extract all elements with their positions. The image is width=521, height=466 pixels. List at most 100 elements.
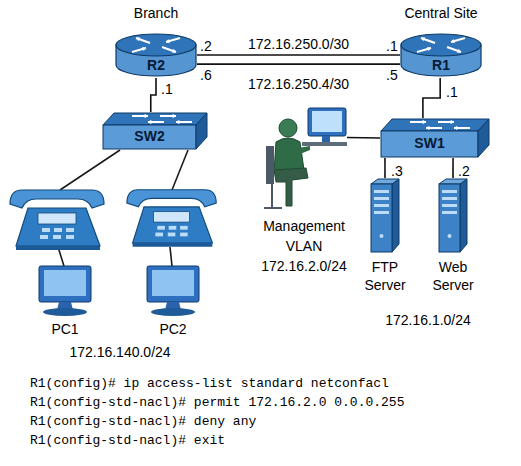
drawing-part — [374, 197, 389, 200]
address-label: .1 — [161, 81, 173, 98]
drawing-part — [143, 265, 203, 317]
network-link — [423, 78, 440, 118]
server-symbol: Web Server — [438, 178, 468, 253]
phone-base — [133, 243, 213, 247]
drawing-part — [381, 131, 478, 157]
drawing-part — [116, 34, 196, 56]
drawing-part — [442, 197, 457, 200]
address-label: 172.16.2.0/24 — [261, 258, 347, 275]
server-symbol: FTP Server — [370, 178, 400, 253]
drawing-part — [371, 179, 399, 184]
drawing-part — [264, 207, 282, 209]
drawing-part — [35, 265, 95, 317]
node-label: Management VLAN — [254, 216, 354, 256]
drawing-part — [308, 108, 346, 136]
network-link — [197, 63, 400, 65]
node-label: Web Server — [426, 258, 480, 294]
drawing-part — [371, 179, 399, 252]
management-station: Management VLAN — [262, 106, 347, 211]
link-subnet-label: 172.16.250.0/30 — [246, 36, 351, 52]
drawing-part — [374, 204, 389, 207]
router-symbol: BranchR2 — [115, 30, 197, 78]
drawing-part — [442, 211, 457, 214]
drawing-part — [274, 138, 304, 172]
drawing-part — [374, 211, 389, 214]
drawing-part — [266, 146, 274, 184]
drawing-part — [168, 233, 176, 237]
drawing-part — [66, 235, 74, 239]
drawing-part — [442, 190, 457, 193]
node-label: FTP Server — [358, 258, 412, 294]
drawing-part — [169, 226, 177, 230]
drawing-part — [136, 37, 140, 41]
drawing-part — [279, 119, 297, 137]
drawing-part — [401, 34, 481, 76]
phone-screen — [154, 212, 190, 222]
switch-symbol: SW1 — [380, 118, 490, 158]
drawing-part — [172, 49, 176, 53]
network-link — [347, 137, 380, 139]
drawing-part — [180, 233, 188, 237]
drawing-part — [53, 235, 61, 239]
drawing-part — [401, 34, 481, 56]
phone-body — [133, 207, 213, 243]
address-label: .6 — [200, 67, 212, 84]
drawing-part — [157, 226, 165, 230]
drawing-part — [423, 120, 426, 125]
node-label: R2 — [115, 56, 197, 74]
phone-base — [16, 246, 100, 250]
drawing-part — [427, 47, 431, 51]
drawing-part — [264, 108, 347, 208]
drawing-part — [151, 308, 195, 316]
pc-symbol: PC2 — [143, 265, 203, 317]
address-label: .3 — [391, 163, 403, 180]
ip-phone-symbol — [10, 190, 104, 250]
drawing-part — [322, 136, 330, 142]
node-label: SW2 — [103, 127, 196, 145]
drawing-part — [145, 114, 148, 119]
drawing-part — [147, 266, 199, 316]
drawing-part — [42, 228, 50, 232]
drawing-part — [173, 114, 176, 119]
drawing-part — [148, 120, 151, 125]
address-label: .1 — [386, 38, 398, 55]
drawing-part — [142, 47, 146, 51]
drawing-part — [381, 119, 489, 131]
drawing-part — [312, 111, 342, 132]
drawing-part — [374, 190, 389, 193]
drawing-part — [262, 106, 347, 211]
drawing-part — [421, 37, 425, 41]
drawing-part — [103, 113, 207, 125]
drawing-part — [392, 179, 399, 252]
network-link — [151, 78, 156, 112]
network-link — [384, 158, 386, 178]
network-link — [197, 54, 400, 56]
drawing-part — [442, 204, 457, 207]
drawing-part — [438, 178, 468, 253]
address-label: .5 — [386, 67, 398, 84]
phone-screen — [38, 213, 76, 224]
drawing-part — [116, 34, 196, 76]
drawing-part — [39, 266, 91, 302]
drawing-part — [103, 125, 196, 149]
drawing-part — [439, 184, 460, 252]
config-line: R1(config-std-nacl)# exit — [30, 431, 225, 450]
phone-body — [16, 208, 100, 246]
address-label: 172.16.1.0/24 — [385, 312, 471, 329]
router-symbol: Central SiteR1 — [400, 30, 482, 78]
phone-handset — [10, 190, 104, 208]
drawing-part — [460, 179, 467, 252]
drawing-part — [43, 308, 87, 316]
node-label: PC1 — [35, 320, 95, 338]
link-subnet-label: 172.16.250.4/30 — [246, 76, 351, 92]
drawing-part — [454, 126, 457, 131]
drawing-part — [380, 234, 384, 238]
drawing-part — [271, 184, 273, 208]
drawing-part — [381, 119, 489, 157]
drawing-part — [274, 168, 308, 206]
drawing-part — [478, 119, 489, 157]
drawing-part — [370, 178, 400, 253]
drawing-part — [54, 228, 62, 232]
config-line: R1(config-std-nacl)# permit 172.16.2.0 0… — [30, 393, 404, 412]
address-label: 172.16.140.0/24 — [69, 344, 170, 361]
